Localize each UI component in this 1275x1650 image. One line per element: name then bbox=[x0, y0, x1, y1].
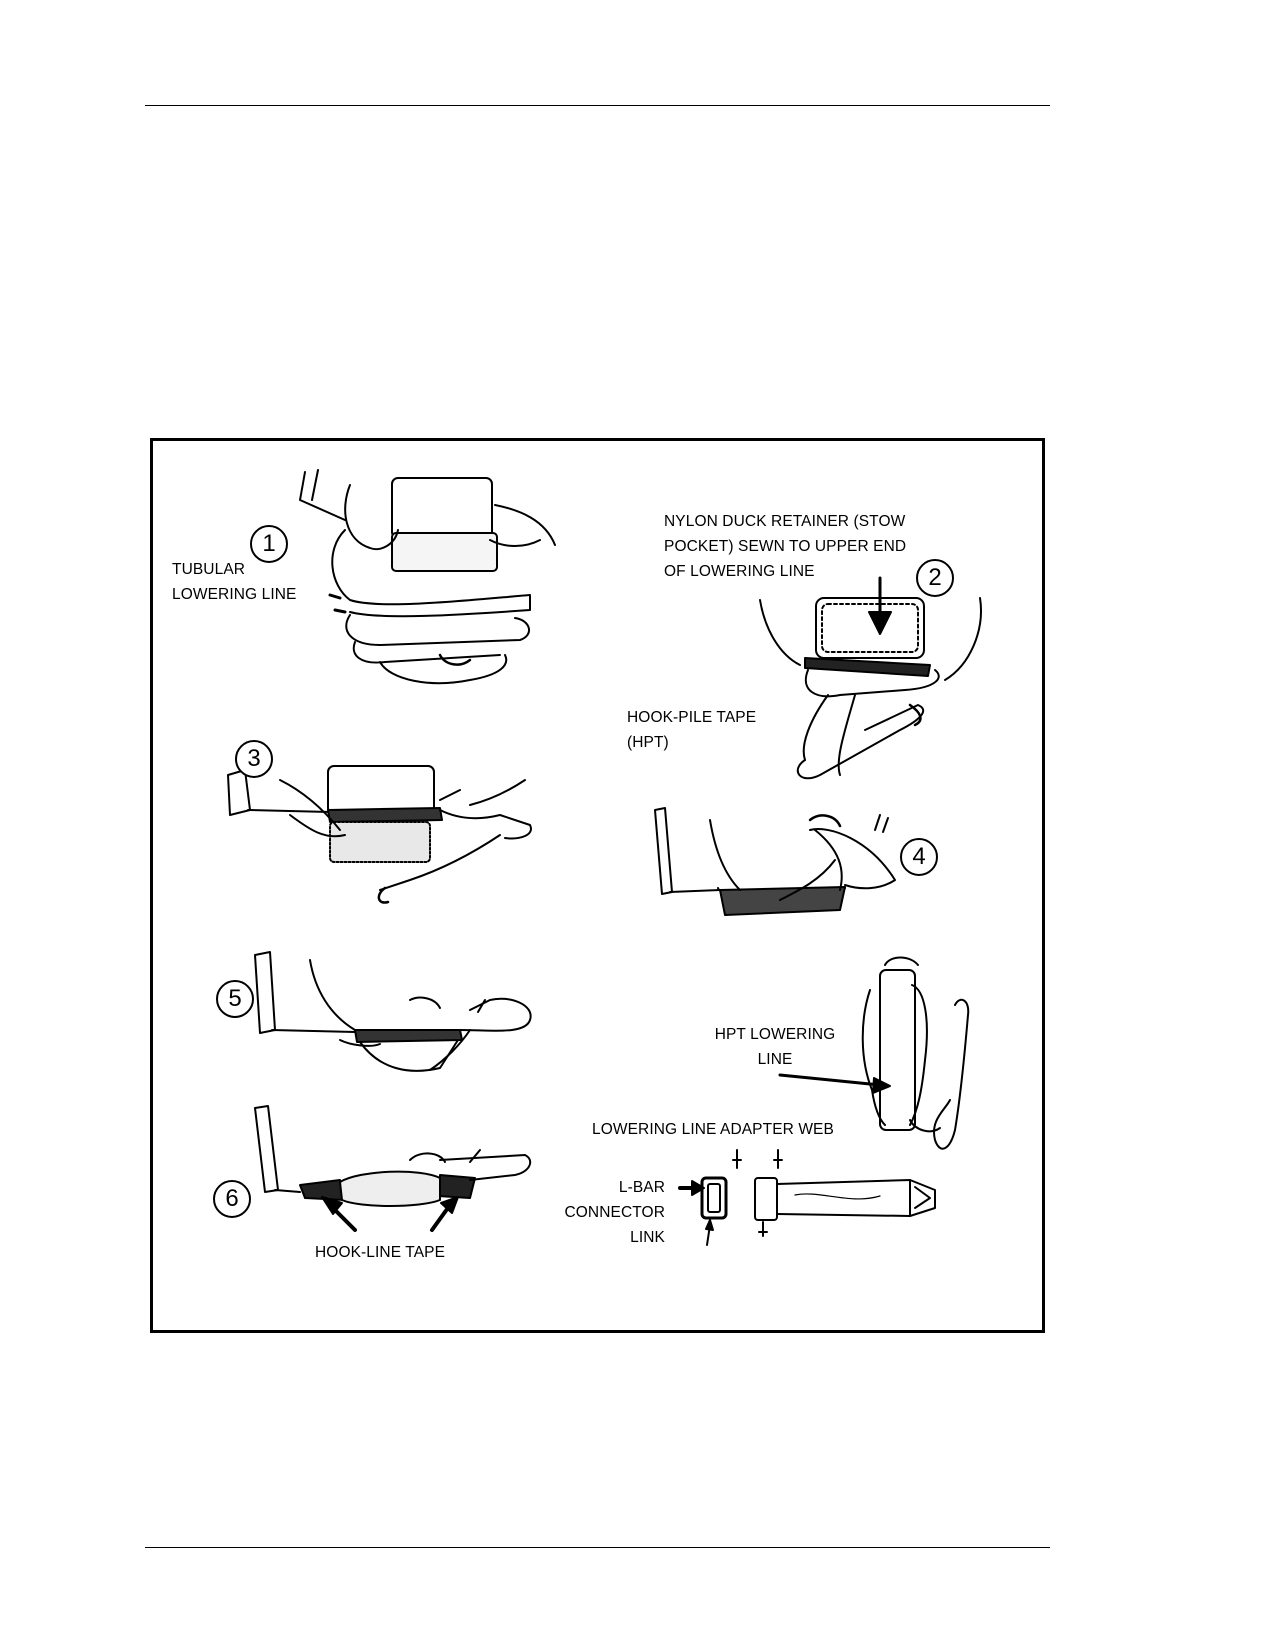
hpt-lowering-line-label: HPT LOWERING LINE bbox=[714, 1026, 836, 1068]
tubular-lowering-line-label: TUBULAR LOWERING LINE bbox=[172, 561, 297, 603]
hook-line-tape-label: HOOK-LINE TAPE bbox=[315, 1244, 446, 1261]
step-3-marker: 3 bbox=[235, 740, 273, 778]
footer-rule bbox=[145, 1547, 1050, 1548]
figure-frame bbox=[150, 438, 1045, 1333]
panel-5-illustration bbox=[254, 951, 532, 1072]
step-6-marker: 6 bbox=[213, 1180, 251, 1218]
hook-pile-tape-label: HOOK-PILE TAPE (HPT) bbox=[627, 709, 757, 751]
step-5-marker: 5 bbox=[216, 980, 254, 1018]
panel-1-illustration bbox=[299, 469, 556, 685]
panel-2-illustration bbox=[759, 576, 982, 780]
l-bar-connector-illustration bbox=[678, 1149, 783, 1246]
panel-3-illustration bbox=[227, 765, 532, 904]
header-rule bbox=[145, 105, 1050, 106]
panel-6-illustration bbox=[254, 1105, 532, 1232]
step-4-marker: 4 bbox=[900, 838, 938, 876]
hpt-lowering-line-illustration bbox=[778, 956, 970, 1150]
nylon-duck-retainer-label: NYLON DUCK RETAINER (STOW POCKET) SEWN T… bbox=[664, 513, 907, 580]
step-1-marker: 1 bbox=[250, 525, 288, 563]
lowering-line-adapter-web-illustration bbox=[754, 1177, 936, 1237]
panel-4-illustration bbox=[654, 807, 896, 916]
step-2-marker: 2 bbox=[916, 559, 954, 597]
l-bar-connector-link-label: L-BAR CONNECTOR LINK bbox=[564, 1179, 665, 1246]
lowering-line-adapter-web-label: LOWERING LINE ADAPTER WEB bbox=[592, 1121, 834, 1138]
